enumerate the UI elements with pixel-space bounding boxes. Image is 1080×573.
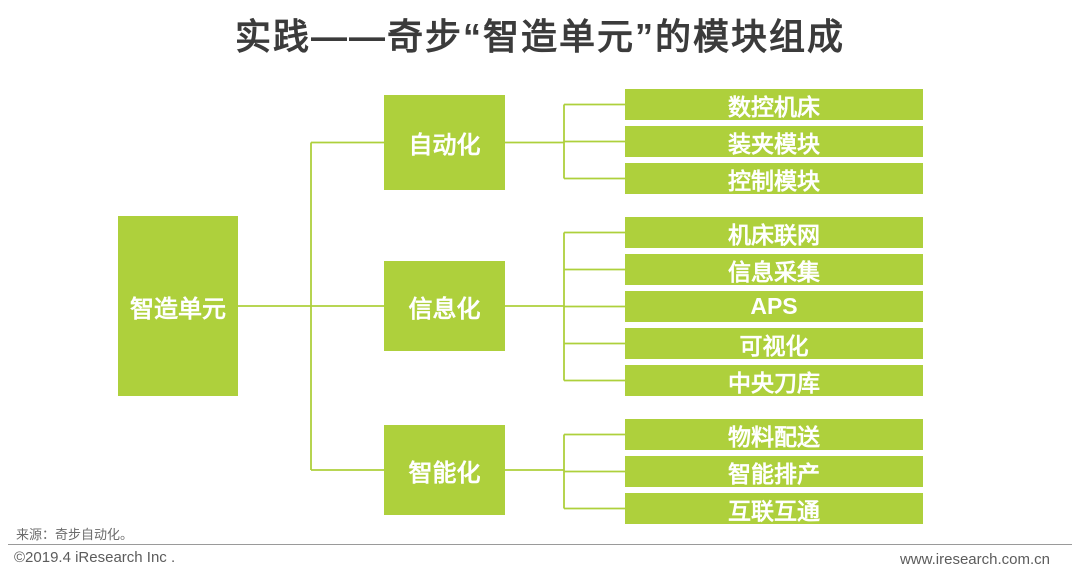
copyright-text: ©2019.4 iResearch Inc . bbox=[14, 549, 176, 566]
website-url: www.iresearch.com.cn bbox=[899, 551, 1050, 568]
leaf-node: 中央刀库 bbox=[625, 365, 923, 396]
group-node-informatization: 信息化 bbox=[384, 261, 505, 351]
group-node-automation: 自动化 bbox=[384, 95, 505, 190]
leaf-node: 装夹模块 bbox=[625, 126, 923, 157]
root-node: 智造单元 bbox=[118, 216, 238, 396]
leaf-node: 信息采集 bbox=[625, 254, 923, 285]
leaf-node: 智能排产 bbox=[625, 456, 923, 487]
leaf-node: APS bbox=[625, 291, 923, 322]
footer-divider bbox=[8, 544, 1072, 545]
group-node-intelligence: 智能化 bbox=[384, 425, 505, 515]
leaf-node: 互联互通 bbox=[625, 493, 923, 524]
page-title: 实践——奇步“智造单元”的模块组成 bbox=[234, 16, 845, 57]
leaf-node: 机床联网 bbox=[625, 217, 923, 248]
leaf-node: 控制模块 bbox=[625, 163, 923, 194]
leaf-node: 数控机床 bbox=[625, 89, 923, 120]
leaf-node: 物料配送 bbox=[625, 419, 923, 450]
source-note: 来源：奇步自动化。 bbox=[16, 527, 134, 542]
leaf-node: 可视化 bbox=[625, 328, 923, 359]
